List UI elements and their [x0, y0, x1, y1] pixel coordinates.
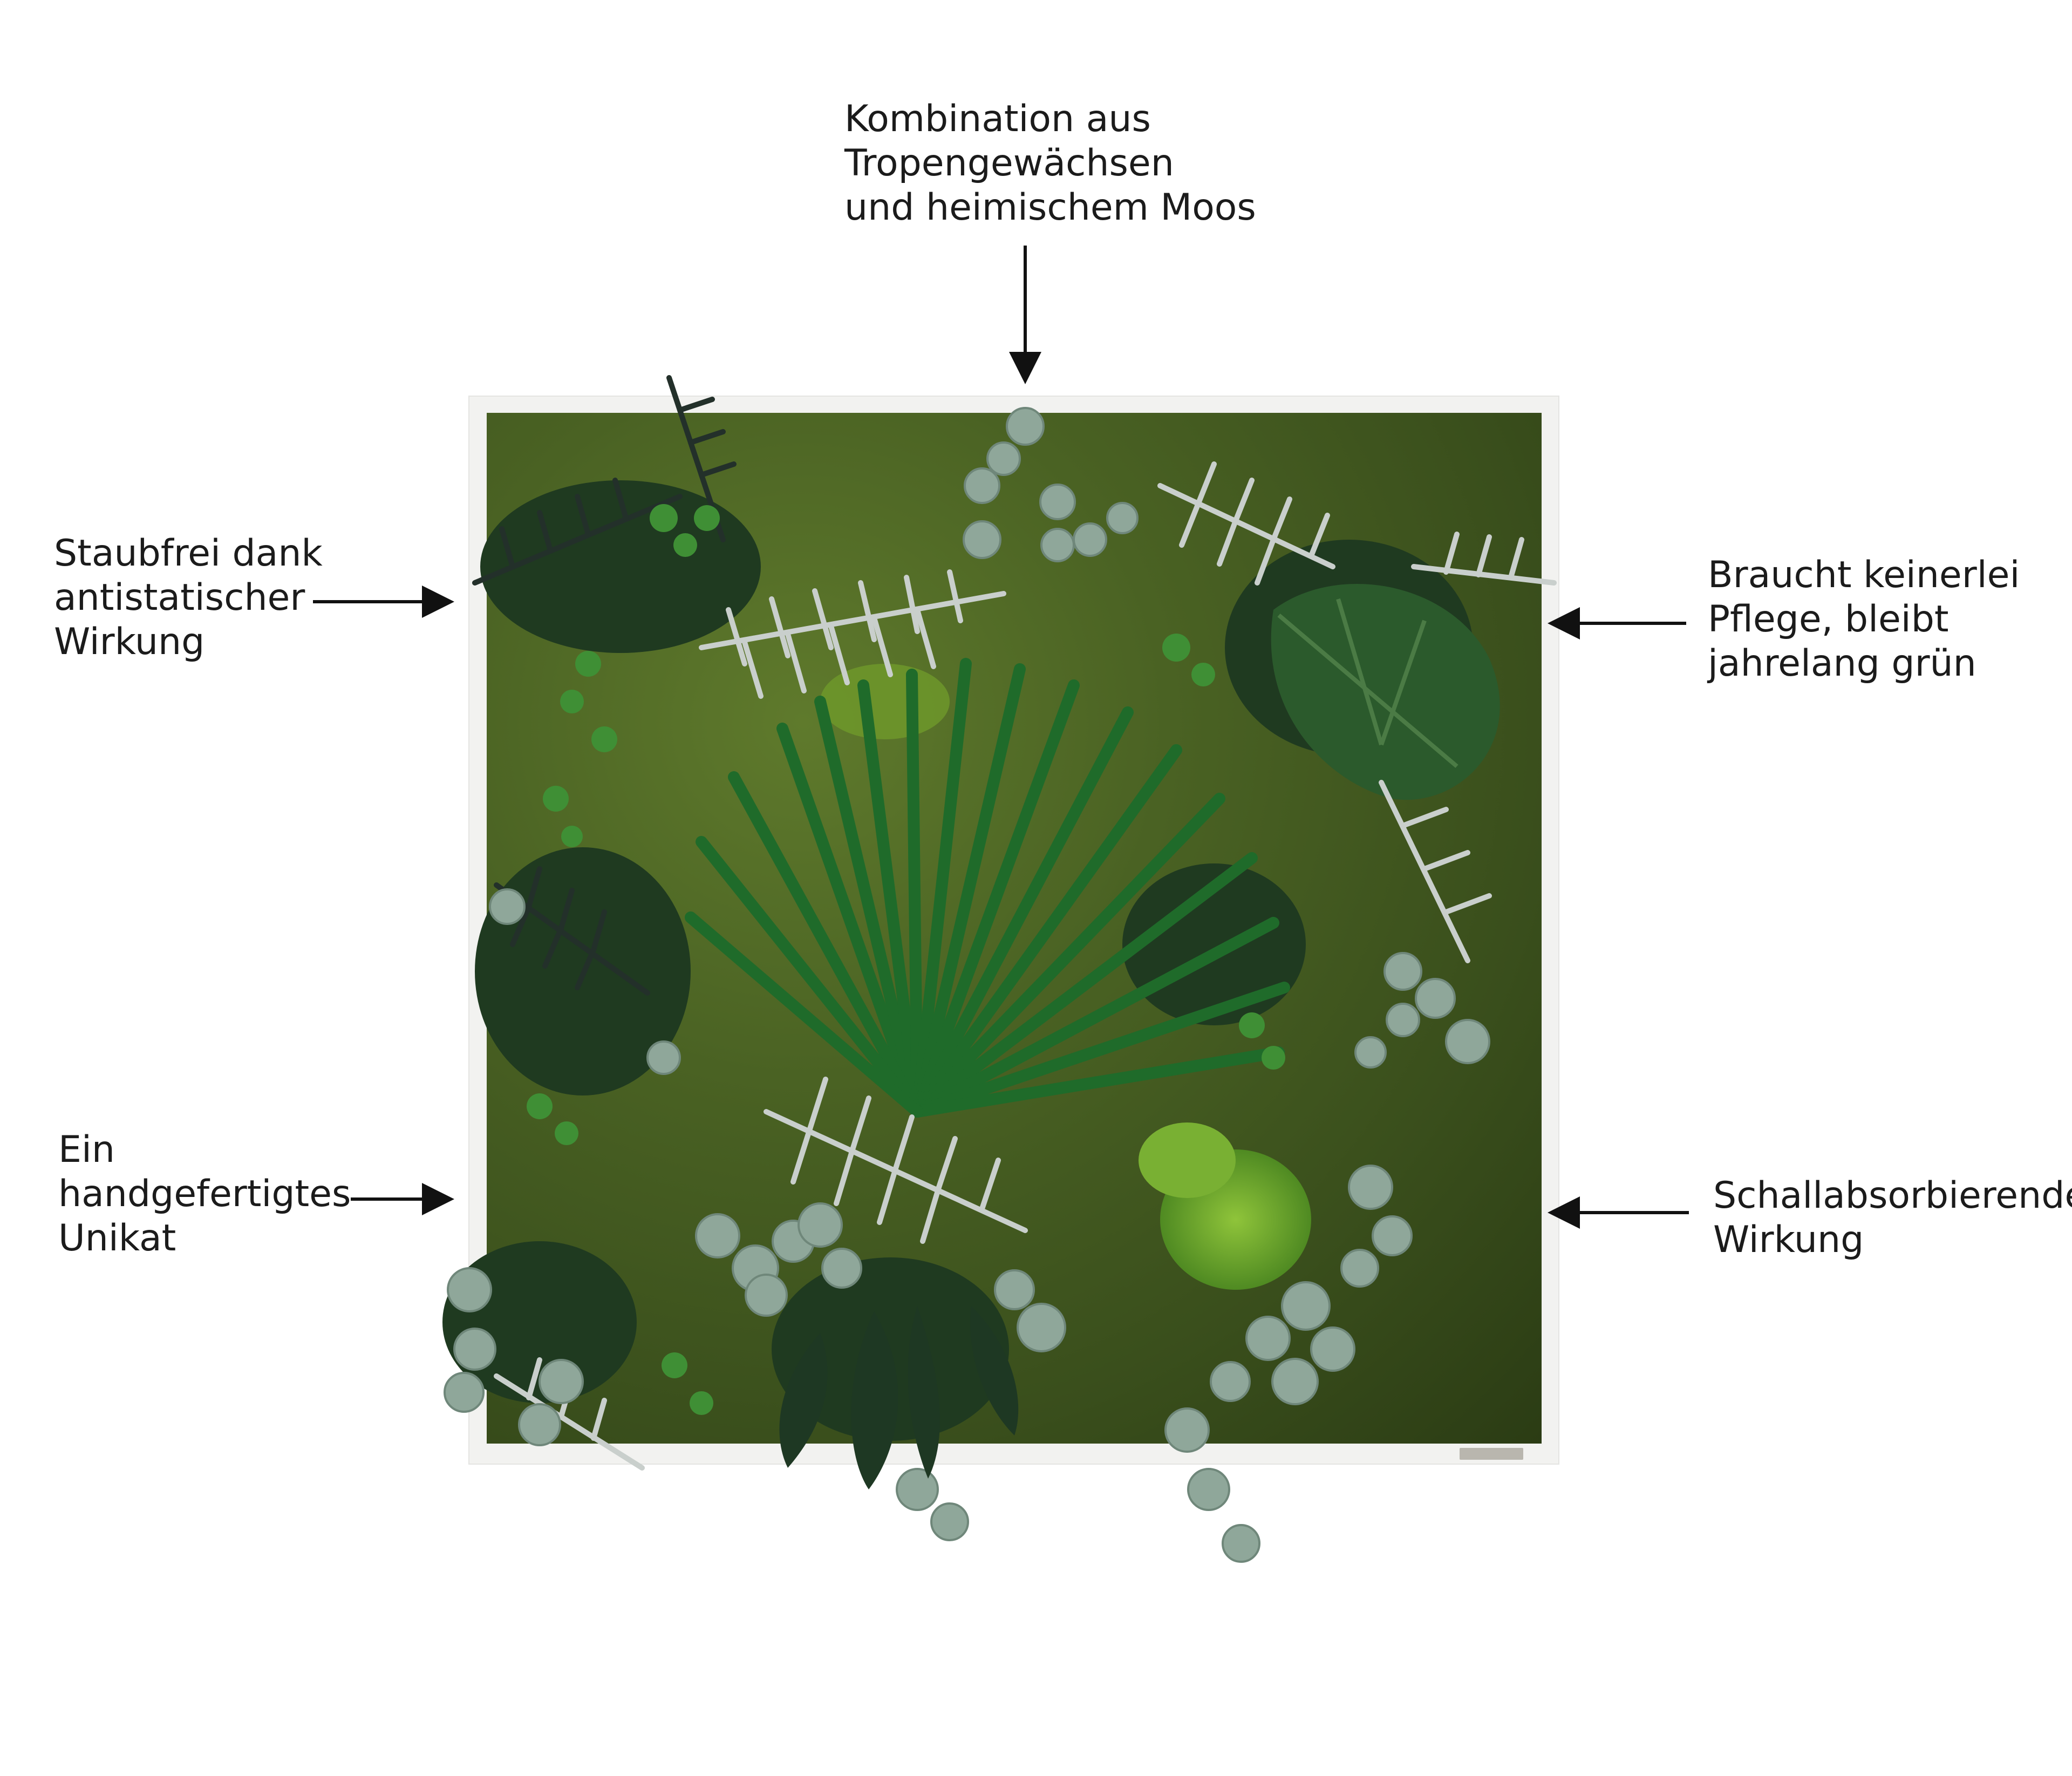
label-line: Schallabsorbierende — [1713, 1174, 2072, 1217]
dark-leaves — [779, 1306, 1019, 1489]
label-dust-free: Staubfrei dank antistatischer Wirkung — [54, 532, 323, 664]
brand-plate — [1460, 1448, 1523, 1460]
label-line: jahrelang grün — [1708, 642, 1976, 685]
moss-clump — [1139, 1122, 1236, 1198]
label-line: Braucht keinerlei — [1708, 554, 2020, 596]
label-line: antistatischer — [54, 576, 305, 619]
label-line: Ein — [58, 1128, 115, 1171]
label-sound-absorbing: Schallabsorbierende Wirkung — [1713, 1174, 2072, 1262]
label-handmade: Ein handgefertigtes Unikat — [58, 1128, 351, 1261]
label-line: Wirkung — [54, 621, 205, 663]
label-no-care: Braucht keinerlei Pflege, bleibt jahrela… — [1708, 553, 2020, 686]
tropical-leaf — [1271, 583, 1500, 800]
ivy-leaves — [527, 504, 1285, 1415]
label-plant-combination: Kombination aus Tropengewächsen und heim… — [844, 97, 1256, 230]
label-line: handgefertigtes — [58, 1173, 351, 1215]
eucalyptus-leaves — [444, 407, 1490, 1563]
label-line: Wirkung — [1713, 1219, 1864, 1261]
silver-fern — [494, 461, 1557, 1471]
label-line: Tropengewächsen — [844, 142, 1174, 185]
label-line: Staubfrei dank — [54, 532, 323, 575]
label-line: und heimischem Moos — [844, 186, 1256, 229]
label-line: Pflege, bleibt — [1708, 598, 1949, 641]
label-line: Unikat — [58, 1217, 176, 1260]
fan-palm — [685, 658, 1290, 1118]
label-line: Kombination aus — [844, 98, 1151, 140]
